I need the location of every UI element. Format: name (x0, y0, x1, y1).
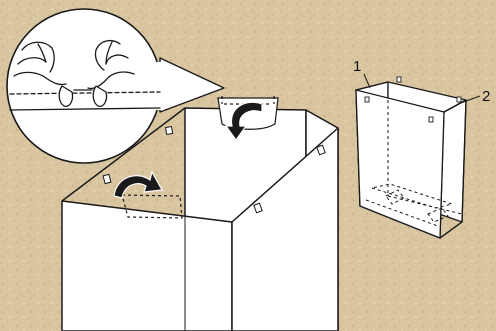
slot (365, 97, 369, 102)
main-box-front-panel (62, 201, 232, 331)
top-fold-tab (218, 96, 278, 129)
slot (397, 77, 401, 82)
slot (103, 174, 111, 183)
part-label-1: 1 (353, 59, 361, 74)
slot (429, 117, 433, 122)
slot (166, 127, 173, 135)
zoom-circle (7, 9, 161, 163)
slot (457, 97, 461, 102)
part-label-2: 2 (482, 89, 490, 104)
